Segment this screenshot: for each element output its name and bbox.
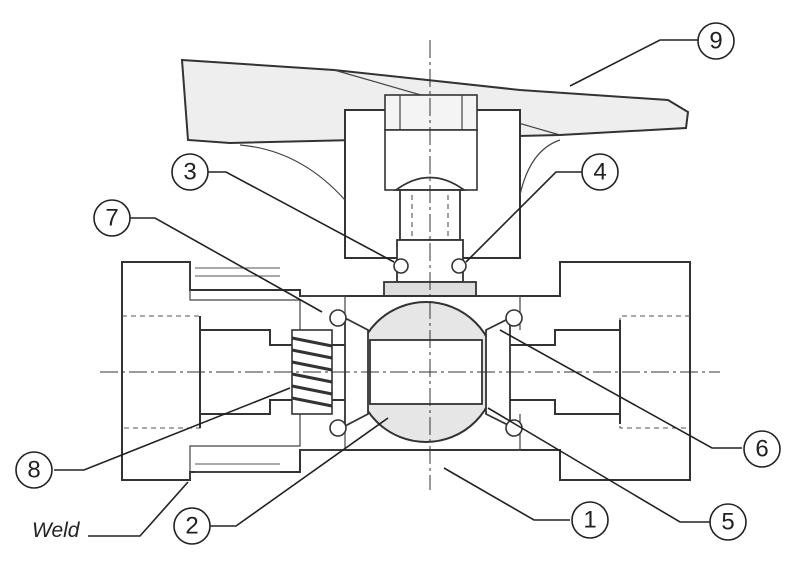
svg-text:3: 3: [183, 159, 196, 186]
svg-text:8: 8: [27, 457, 40, 484]
callout-5: 5: [709, 503, 747, 541]
callout-1: 1: [571, 501, 609, 539]
body-seals: [329, 309, 523, 437]
svg-text:9: 9: [709, 28, 722, 55]
callout-8: 8: [15, 451, 53, 489]
callout-4: 4: [581, 153, 619, 191]
leader-lines: [54, 39, 742, 537]
callout-7: 7: [93, 199, 131, 237]
svg-text:2: 2: [185, 513, 198, 540]
svg-text:6: 6: [755, 436, 768, 463]
callout-2: 2: [173, 507, 211, 545]
weld-label: Weld: [32, 519, 81, 542]
callout-6: 6: [743, 430, 781, 468]
svg-text:4: 4: [593, 159, 606, 186]
callout-9: 9: [697, 22, 735, 60]
stem-seal-left: [393, 258, 409, 274]
svg-text:1: 1: [583, 507, 596, 534]
svg-text:5: 5: [721, 509, 734, 536]
stem-seal-right: [451, 258, 467, 274]
svg-text:7: 7: [105, 205, 118, 232]
callout-3: 3: [171, 153, 209, 191]
